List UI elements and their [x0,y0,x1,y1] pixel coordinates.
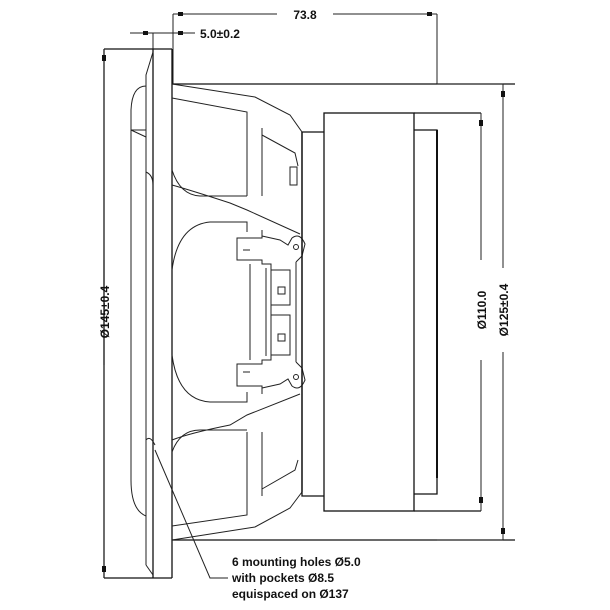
magnet-diameter-dimension: Ø110.0 [475,113,489,511]
backplate-diameter-label: Ø125±0.4 [497,283,511,336]
mounting-holes-note: 6 mounting holes Ø5.0 with pockets Ø8.5 … [154,449,361,601]
depth-dimension-label: 73.8 [293,8,317,22]
backplate-diameter-dimension: Ø125±0.4 [437,83,511,541]
speaker-basket [171,83,515,541]
terminal-connector [236,230,306,394]
flange-thickness-dimension: 5.0±0.2 [130,27,240,52]
note-line-3: equispaced on Ø137 [232,587,349,601]
speaker-flange [103,48,173,579]
frame-diameter-label: Ø145±0.4 [98,285,112,338]
magnet-diameter-label: Ø110.0 [475,290,489,329]
flange-thickness-label: 5.0±0.2 [200,27,240,41]
motor-assembly [301,112,481,512]
note-line-1: 6 mounting holes Ø5.0 [232,555,361,569]
frame-diameter-dimension: Ø145±0.4 [98,49,112,578]
note-line-2: with pockets Ø8.5 [231,571,334,585]
depth-dimension: 73.8 [172,8,438,84]
